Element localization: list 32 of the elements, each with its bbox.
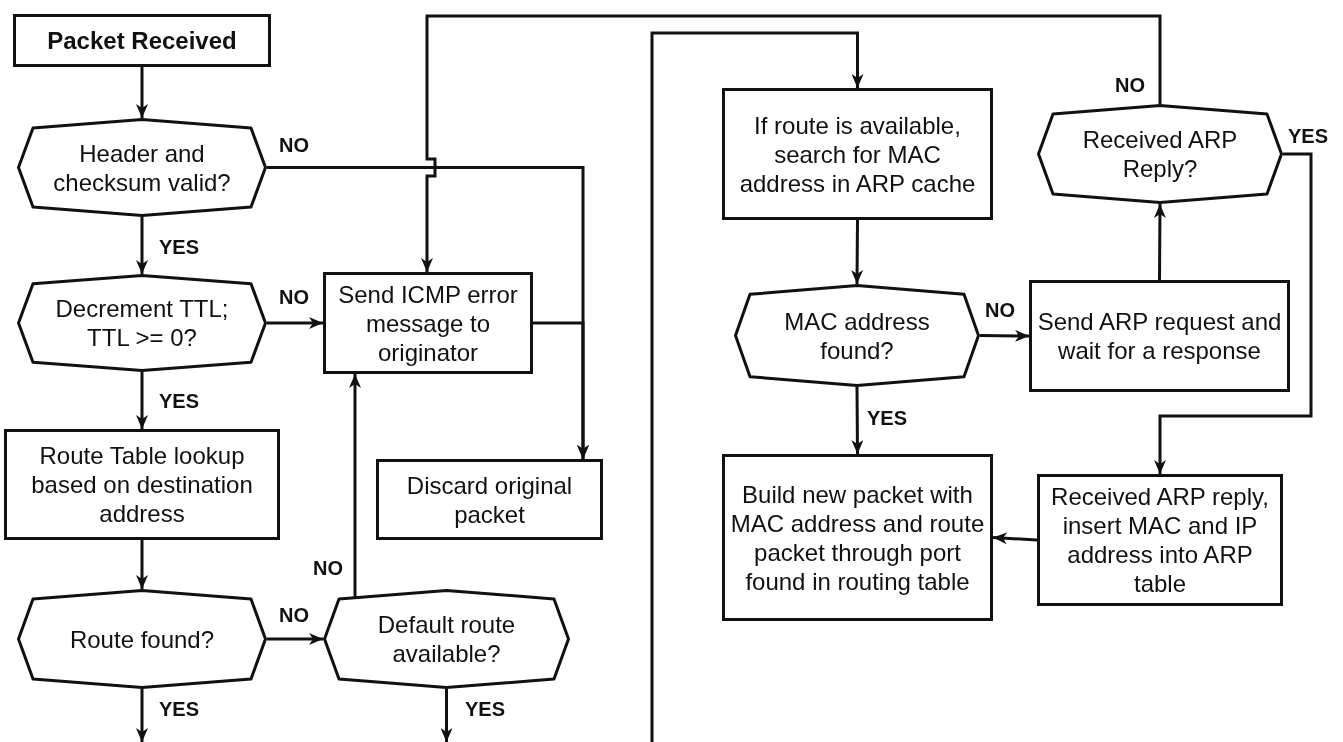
arrow: [136, 689, 148, 742]
process-box: Build new packet with MAC address and route packet through port found in routing table: [722, 454, 993, 621]
arrow: [136, 67, 148, 118]
process-box: If route is available, search for MAC address in ARP cache: [722, 88, 993, 220]
arrow: [1154, 152, 1313, 474]
arrow: [851, 387, 864, 454]
arrow: [980, 329, 1029, 342]
process-box: Send ARP request and wait for a response: [1029, 280, 1290, 392]
decision-hexagon: MAC address found?: [734, 284, 980, 387]
decision-hexagon: Decrement TTL; TTL >= 0?: [17, 274, 267, 372]
start-box: Packet Received: [13, 14, 271, 67]
decision-hexagon: Received ARP Reply?: [1037, 104, 1283, 204]
arrow: [1153, 204, 1166, 280]
arrow: [421, 14, 1162, 272]
arrow: [136, 540, 148, 589]
decision-hexagon: Default route available?: [323, 589, 570, 689]
process-box: Send ICMP error message to originator: [323, 272, 533, 374]
arrow: [267, 633, 323, 645]
decision-hexagon: Header and checksum valid?: [17, 118, 267, 217]
decision-hexagon: Route found?: [17, 589, 267, 689]
process-box: Discard original packet: [376, 459, 603, 540]
arrow: [533, 321, 589, 459]
process-box: Received ARP reply, insert MAC and IP address into ARP table: [1037, 474, 1283, 606]
arrow: [440, 689, 453, 742]
arrow: [349, 374, 361, 598]
arrow: [992, 532, 1038, 545]
arrow: [136, 372, 148, 429]
arrow: [136, 217, 148, 274]
arrow: [851, 220, 864, 284]
arrow: [267, 317, 323, 329]
process-box: Route Table lookup based on destination address: [4, 429, 280, 540]
arrow: [650, 31, 864, 742]
